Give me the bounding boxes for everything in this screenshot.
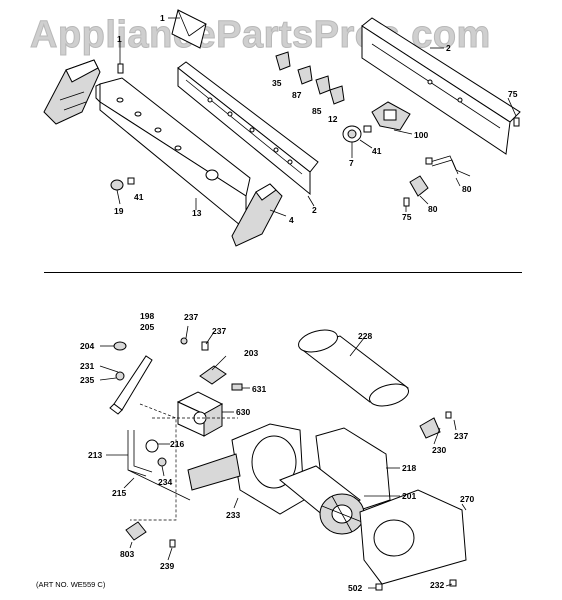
drum xyxy=(298,329,410,407)
label-237-b: 237 xyxy=(212,326,227,336)
label-218: 218 xyxy=(402,463,417,473)
label-80-b: 80 xyxy=(428,204,438,214)
control-panel-frame xyxy=(177,61,319,196)
timer-knob xyxy=(342,125,372,143)
left-end-cap xyxy=(43,59,101,125)
thermostat xyxy=(419,411,452,439)
label-12: 12 xyxy=(328,114,338,124)
selector-switches xyxy=(275,51,345,105)
label-502: 502 xyxy=(348,583,363,593)
label-75-b: 75 xyxy=(402,212,412,222)
label-35: 35 xyxy=(272,78,282,88)
label-87: 87 xyxy=(292,90,302,100)
label-204: 204 xyxy=(80,341,95,351)
label-13: 13 xyxy=(192,208,202,218)
label-228: 228 xyxy=(358,331,373,341)
label-232: 232 xyxy=(430,580,445,590)
part-1-screw xyxy=(117,54,124,74)
label-7: 7 xyxy=(349,158,354,168)
label-19: 19 xyxy=(114,206,124,216)
art-number: (ART NO. WE559 C) xyxy=(36,580,106,589)
wiring-outline xyxy=(130,403,238,521)
label-2-rear: 2 xyxy=(446,43,451,53)
part-19-41 xyxy=(110,177,135,191)
label-41-b: 41 xyxy=(134,192,144,202)
label-239: 239 xyxy=(160,561,175,571)
label-203: 203 xyxy=(244,348,259,358)
label-237-a: 237 xyxy=(184,312,199,322)
switch-803 xyxy=(125,521,176,548)
label-803: 803 xyxy=(120,549,135,559)
label-75-a: 75 xyxy=(508,89,518,99)
label-233: 233 xyxy=(226,510,241,520)
label-4: 4 xyxy=(289,215,294,225)
label-201: 201 xyxy=(402,491,417,501)
leader-lines xyxy=(99,17,517,589)
section-divider xyxy=(44,272,522,273)
screw-75-a xyxy=(513,117,520,127)
idler-pulley xyxy=(145,439,167,467)
label-205: 205 xyxy=(140,322,155,332)
rear-panel xyxy=(361,17,521,155)
idler-arm xyxy=(127,430,191,501)
label-216: 216 xyxy=(170,439,185,449)
blower-cover xyxy=(359,489,467,585)
label-237-c: 237 xyxy=(454,431,469,441)
label-234: 234 xyxy=(158,477,173,487)
label-80-a: 80 xyxy=(462,184,472,194)
label-213: 213 xyxy=(88,450,103,460)
blower-housing xyxy=(187,423,305,515)
motor-hardware xyxy=(180,337,243,391)
label-631: 631 xyxy=(252,384,267,394)
right-end-cap xyxy=(231,183,283,247)
label-235: 235 xyxy=(80,375,95,385)
label-270: 270 xyxy=(460,494,475,504)
timer xyxy=(371,101,411,131)
bottom-screws xyxy=(375,579,457,591)
wire-harness xyxy=(425,155,471,177)
part-1-envelope xyxy=(171,9,207,49)
label-215: 215 xyxy=(112,488,127,498)
label-231: 231 xyxy=(80,361,95,371)
label-85: 85 xyxy=(312,106,322,116)
label-1-screw: 1 xyxy=(117,34,122,44)
blower-wheel xyxy=(319,493,365,535)
label-2-frame: 2 xyxy=(312,205,317,215)
label-230: 230 xyxy=(432,445,447,455)
switch-80 xyxy=(403,175,429,207)
label-198: 198 xyxy=(140,311,155,321)
label-1: 1 xyxy=(160,13,165,23)
label-41-a: 41 xyxy=(372,146,382,156)
label-100: 100 xyxy=(414,130,429,140)
door-switch-bracket xyxy=(109,341,153,415)
motor xyxy=(176,391,224,437)
backsplash-panel xyxy=(95,77,251,232)
label-630: 630 xyxy=(236,407,251,417)
